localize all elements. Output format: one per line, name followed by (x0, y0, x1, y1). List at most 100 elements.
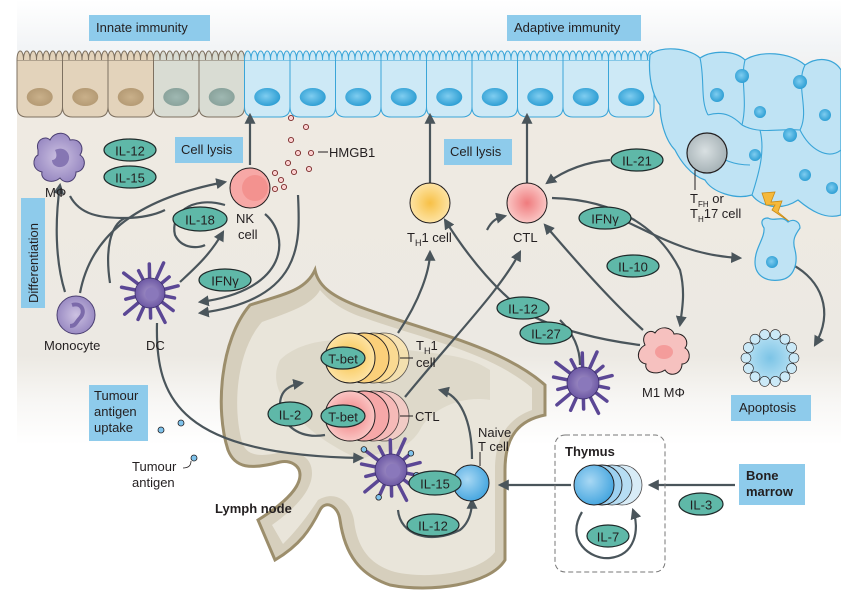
nucleus (618, 88, 645, 106)
innate-immunity-label: Innate immunity (89, 15, 210, 41)
lightning-icon (761, 191, 791, 223)
ln-th1-label-line2: cell (416, 355, 436, 370)
tumour-antigen-uptake-label: Tumour antigen uptake (89, 385, 148, 441)
apoptosis-label: Apoptosis (731, 395, 811, 421)
apoptotic-bleb (779, 333, 791, 345)
differentiation-text: Differentiation (26, 223, 41, 303)
arrow-m1-to-ctl (543, 223, 644, 331)
apoptotic-bleb (786, 363, 797, 374)
cytokine-label: IL-27 (531, 327, 561, 342)
m1-macrophage-cell: M1 MΦ (637, 327, 690, 400)
cytokine-label: IL-12 (508, 302, 538, 317)
nucleus (163, 88, 190, 106)
hmgb1-particle (290, 168, 298, 176)
epithelial-cell (16, 50, 63, 118)
macrophage-label: MΦ (45, 185, 66, 200)
cytokine-il12-top: IL-12 (103, 138, 157, 162)
apoptotic-bleb (770, 329, 781, 340)
hmgb1-particle (305, 165, 313, 173)
differentiation-label: Differentiation (21, 198, 45, 308)
dendritic-cell-innate (119, 261, 180, 325)
arrow-ctl-to-m1 (551, 196, 687, 328)
hmgb1-particle (284, 159, 292, 167)
nucleus (527, 88, 554, 106)
naive-t-cell: Naive T cell (452, 425, 511, 502)
hmgb1-label: HMGB1 (329, 145, 375, 160)
epithelial-cell (608, 50, 655, 118)
cytokine-il3: IL-3 (678, 492, 724, 516)
epithelial-cell (107, 50, 154, 118)
epithelium-healthy (16, 50, 245, 118)
arrow-hmgb1-to-dc (197, 194, 300, 318)
apoptotic-bleb (779, 371, 791, 383)
tumour-antigen-particles: Tumour antigen (132, 419, 198, 490)
hmgb1-particles (271, 114, 315, 193)
monocyte-cell: Monocyte (44, 295, 100, 353)
apoptotic-bleb (759, 329, 770, 340)
cytokine-group: IL-12IL-15IL-18IFNγIL-21IFNγIL-10IL-12IL… (103, 138, 724, 548)
nucleus (436, 88, 463, 106)
nucleus (254, 88, 281, 106)
hmgb1-particle (294, 149, 302, 157)
cell-lysis-ctl-label: Cell lysis (444, 139, 512, 165)
arrow-nk-to-dc-ifng (197, 213, 281, 307)
nucleus (572, 88, 599, 106)
apoptotic-bleb (749, 371, 761, 383)
apoptosis-text: Apoptosis (739, 400, 797, 415)
hmgb1-particle (271, 185, 279, 193)
arrow-dc-adaptive-to-th1 (559, 319, 582, 366)
epithelial-cell (289, 50, 336, 118)
naive-t-label-line1: Naive (478, 425, 511, 440)
arrow-il12-ln-loop (396, 497, 478, 539)
naive-t-label-line2: T cell (478, 439, 509, 454)
apoptotic-cell (740, 329, 800, 387)
bone-marrow-line2: marrow (746, 484, 794, 499)
arrow-naive-to-ctl (437, 386, 474, 460)
hmgb1-particle (287, 114, 295, 122)
arrow-il21-to-ctl (545, 158, 611, 185)
innate-arrows (53, 112, 365, 464)
damaged-tumour-cell (754, 217, 801, 281)
epithelial-cell (335, 50, 382, 118)
m1-macrophage-label: M1 MΦ (642, 385, 685, 400)
cytokine-il7: IL-7 (586, 524, 630, 548)
arrow-il7-loop (575, 507, 642, 560)
arrow-monocyte-to-nk (78, 178, 228, 294)
antigen-particle (407, 450, 415, 457)
hmgb1-particle (302, 123, 310, 131)
tfh-label-line1: TFH or (690, 191, 724, 209)
ln-th1-stack: TH1 cell (324, 332, 438, 384)
epithelial-cell (244, 50, 291, 118)
cytokine-il15-ln: IL-15 (408, 470, 462, 496)
arrow-branch-to-ctl (486, 212, 508, 231)
lymph-node-label: Lymph node (215, 501, 292, 516)
cytokine-il18: IL-18 (172, 206, 228, 232)
bone-marrow-label: Bone marrow (739, 464, 805, 505)
tumour-mass (648, 48, 841, 217)
th1-cell: TH1 cell (407, 182, 452, 248)
epithelial-cell (426, 50, 473, 118)
cytokine-il27: IL-27 (519, 321, 573, 345)
nucleus (345, 88, 372, 106)
cell-lysis-nk-text: Cell lysis (181, 142, 233, 157)
tumour-antigen-uptake-line3: uptake (94, 420, 133, 435)
adaptive-immunity-label: Adaptive immunity (507, 15, 641, 41)
hmgb1-particle (287, 136, 295, 144)
cytokine-label: IL-2 (279, 408, 301, 423)
cytokine-ifng-adaptive: IFNγ (578, 206, 632, 230)
tumour-antigen-label-line1: Tumour (132, 459, 177, 474)
cytokine-il15-top: IL-15 (103, 165, 157, 189)
cell-lysis-ctl-text: Cell lysis (450, 144, 502, 159)
epithelial-cell (153, 50, 200, 118)
thymus-label: Thymus (565, 444, 615, 459)
hmgb1-particle (307, 149, 315, 157)
cytokine-label: IFNγ (591, 212, 619, 227)
cytokine-il10: IL-10 (606, 254, 660, 278)
th1-label: TH1 cell (407, 230, 452, 248)
antigen-particle (375, 494, 382, 501)
cytokine-il2: IL-2 (267, 401, 313, 427)
apoptotic-bleb (786, 342, 797, 353)
apoptotic-bleb (788, 352, 800, 364)
dendritic-cell-adaptive (551, 350, 614, 416)
cytokine-label: IL-10 (618, 260, 648, 275)
